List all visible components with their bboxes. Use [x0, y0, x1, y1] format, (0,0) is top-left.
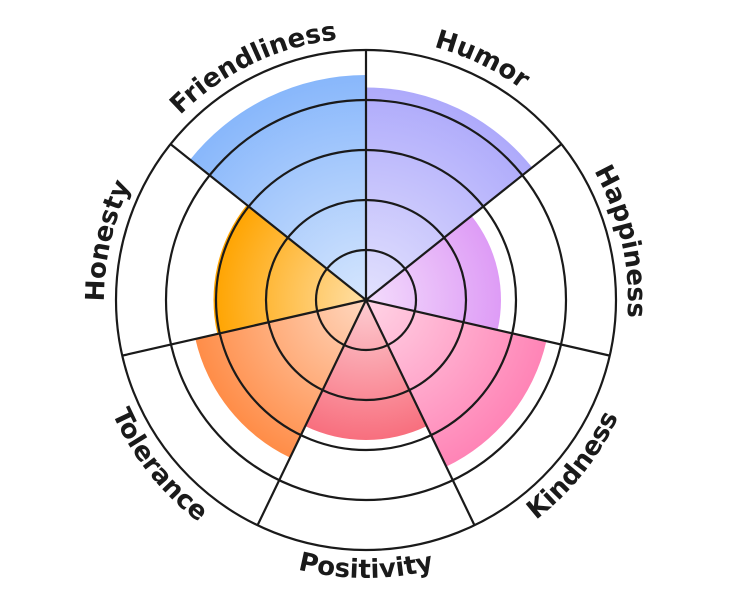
sector-friendliness — [190, 75, 366, 300]
sector-positivity — [305, 300, 427, 440]
sector-kindness — [366, 300, 547, 467]
grid — [114, 48, 618, 552]
sector-tolerance — [195, 300, 366, 458]
grid-spoke — [169, 143, 367, 301]
label-positivity: Positivity — [296, 547, 436, 585]
sectors — [190, 75, 547, 467]
label-kindness: Kindness — [521, 407, 624, 526]
grid-spoke — [256, 299, 367, 526]
grid-spoke — [365, 298, 610, 357]
grid-spoke — [122, 298, 367, 357]
grid-spoke — [365, 143, 563, 301]
sector-humor — [366, 87, 533, 300]
grid-spoke — [365, 299, 476, 526]
sector-honesty — [213, 204, 366, 334]
label-tolerance: Tolerance — [106, 403, 214, 527]
label-happiness: Happiness — [588, 160, 651, 318]
label-humor: Humor — [432, 25, 535, 95]
sector-happiness — [366, 215, 501, 331]
label-honesty: Honesty — [81, 175, 137, 301]
